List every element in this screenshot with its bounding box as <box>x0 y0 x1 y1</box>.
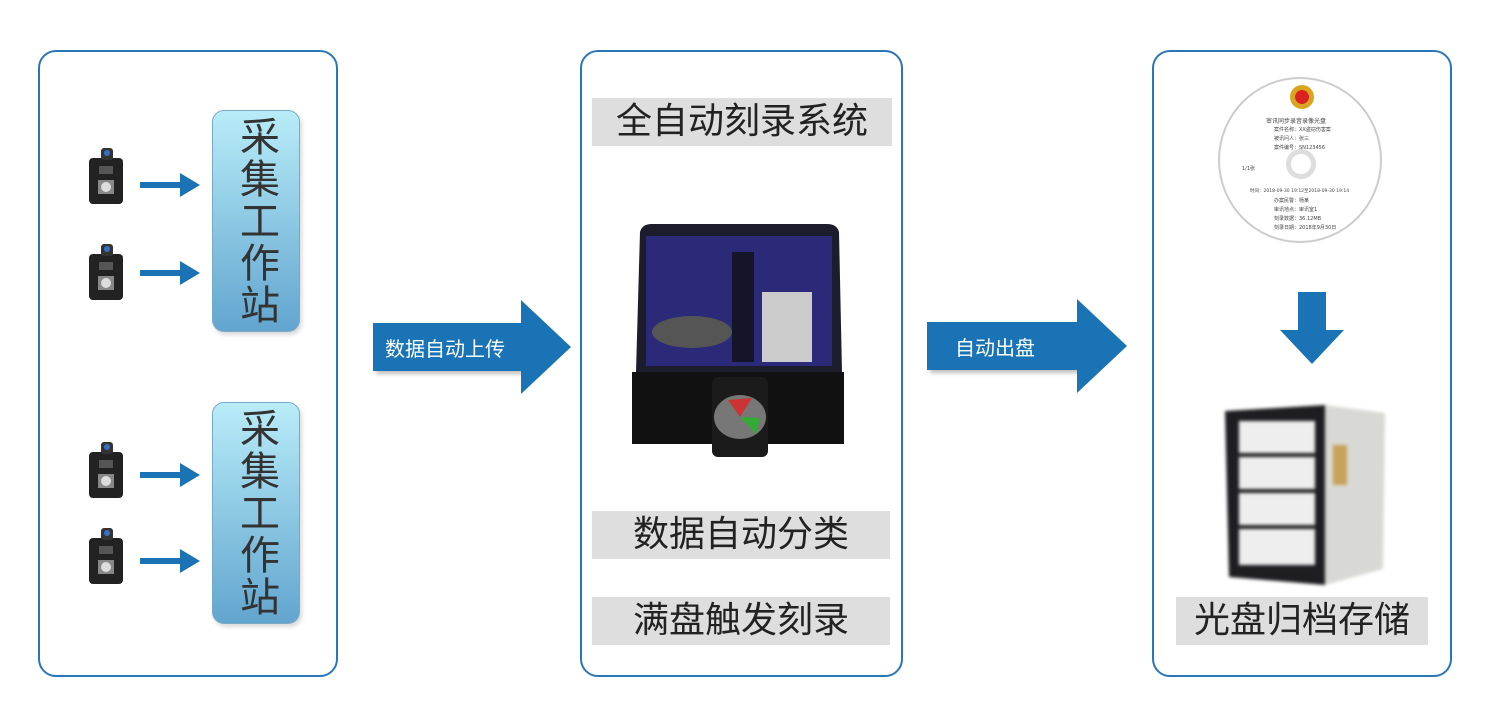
workstation-1: 采集工作站 <box>212 110 300 332</box>
output-arrow: 自动出盘 <box>927 299 1127 393</box>
disc-line: 办案民警：杨某 <box>1274 198 1310 204</box>
disc-line: 1/1张 <box>1242 166 1256 172</box>
disc-hole <box>1286 149 1316 179</box>
body-camera-icon <box>89 528 123 584</box>
disc-line: 刻录日期：2018年9月30日 <box>1274 225 1337 231</box>
feature-auto-classify: 数据自动分类 <box>592 511 890 559</box>
arrow-icon <box>140 463 200 487</box>
disc-title: 审讯同步录音录像光盘 <box>1266 118 1327 125</box>
workstation-2: 采集工作站 <box>212 402 300 624</box>
disc-line: 案件名称：XX盗窃伤害案 <box>1274 127 1331 133</box>
body-camera-icon <box>89 442 123 498</box>
disc-line: 审讯地点：审讯室1 <box>1274 207 1318 213</box>
body-camera-icon <box>89 244 123 300</box>
workstation-label: 采集工作站 <box>233 116 279 326</box>
archive-label: 光盘归档存储 <box>1176 597 1428 645</box>
disc-line: 被讯问人：张三 <box>1274 136 1310 142</box>
police-emblem-icon <box>1290 85 1314 109</box>
disc-burner-image <box>632 224 844 457</box>
burner-title: 全自动刻录系统 <box>592 98 892 146</box>
workstation-label: 采集工作站 <box>233 408 279 618</box>
arrow-icon <box>140 173 200 197</box>
down-arrow-icon <box>1280 292 1344 364</box>
arrow-icon <box>140 261 200 285</box>
disc-line: 时间：2018-09-30 19:12至2018-09-30 19:14 <box>1250 189 1350 194</box>
arrow-icon <box>140 549 200 573</box>
disc-image: 审讯同步录音录像光盘 案件名称：XX盗窃伤害案 被讯问人：张三 案件编号：SN1… <box>1218 77 1382 243</box>
upload-arrow: 数据自动上传 <box>373 300 571 394</box>
feature-full-disc-burn: 满盘触发刻录 <box>592 597 890 645</box>
output-label: 自动出盘 <box>955 335 1035 360</box>
archive-cabinet-image <box>1225 405 1385 585</box>
upload-label: 数据自动上传 <box>385 336 505 361</box>
body-camera-icon <box>89 148 123 204</box>
disc-line: 刻录数据：36.12MB <box>1274 216 1322 222</box>
disc-line: 案件编号：SN123456 <box>1274 145 1326 151</box>
